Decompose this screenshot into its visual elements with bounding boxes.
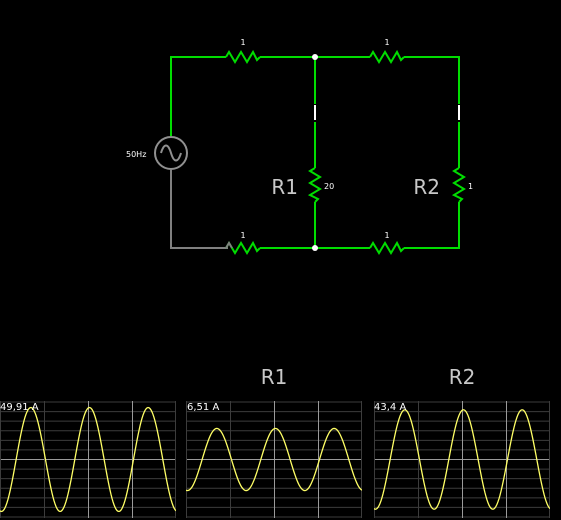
- resistor-r1[interactable]: [307, 167, 322, 203]
- resistor-r2[interactable]: [451, 167, 466, 203]
- wire-source-top: [170, 56, 226, 136]
- sine-icon: [160, 144, 182, 162]
- value-bottom-left: 1: [240, 231, 245, 240]
- scope-grid: [0, 401, 176, 518]
- node-bottom: [312, 245, 318, 251]
- value-r1: 20: [324, 182, 334, 191]
- ac-source[interactable]: [154, 136, 188, 170]
- value-top-right: 1: [384, 38, 389, 47]
- value-r2: 1: [468, 182, 473, 191]
- resistor-top-right[interactable]: [369, 49, 405, 64]
- label-r2: R2: [413, 175, 440, 199]
- scope-trace: [0, 406, 176, 513]
- scope-grid: [186, 401, 362, 518]
- scope-r2-plot: [374, 401, 550, 518]
- scope-title-r2: R2: [448, 365, 476, 389]
- scope-r2-reading: 43,4 A: [374, 402, 407, 413]
- node-top: [312, 54, 318, 60]
- value-top-left: 1: [240, 38, 245, 47]
- scope-r1[interactable]: 6,51 A: [186, 401, 362, 518]
- circuit-canvas[interactable]: 1 1 1 1 20 1 50Hz R1 R2: [0, 0, 561, 340]
- label-r1: R1: [271, 175, 298, 199]
- scope-trace: [186, 427, 362, 492]
- wire-top-right: [404, 56, 460, 104]
- scope-r2[interactable]: 43,4 A: [374, 401, 550, 518]
- scope-r1-reading: 6,51 A: [187, 402, 220, 413]
- resistor-bottom-right[interactable]: [369, 240, 405, 255]
- scope-source[interactable]: 49,91 A: [0, 401, 176, 518]
- scope-trace: [374, 409, 550, 510]
- wire-r2-bottom: [404, 202, 460, 249]
- source-frequency: 50Hz: [126, 150, 146, 159]
- wire-ground: [170, 170, 228, 249]
- resistor-bottom-left-grey-tip: [225, 241, 233, 249]
- scope-source-plot: [0, 401, 176, 518]
- scope-title-r1: R1: [260, 365, 288, 389]
- scope-r1-plot: [186, 401, 362, 518]
- scope-source-reading: 49,91 A: [0, 402, 39, 413]
- value-bottom-right: 1: [384, 231, 389, 240]
- scope-grid: [374, 401, 550, 518]
- resistor-top-left[interactable]: [225, 49, 261, 64]
